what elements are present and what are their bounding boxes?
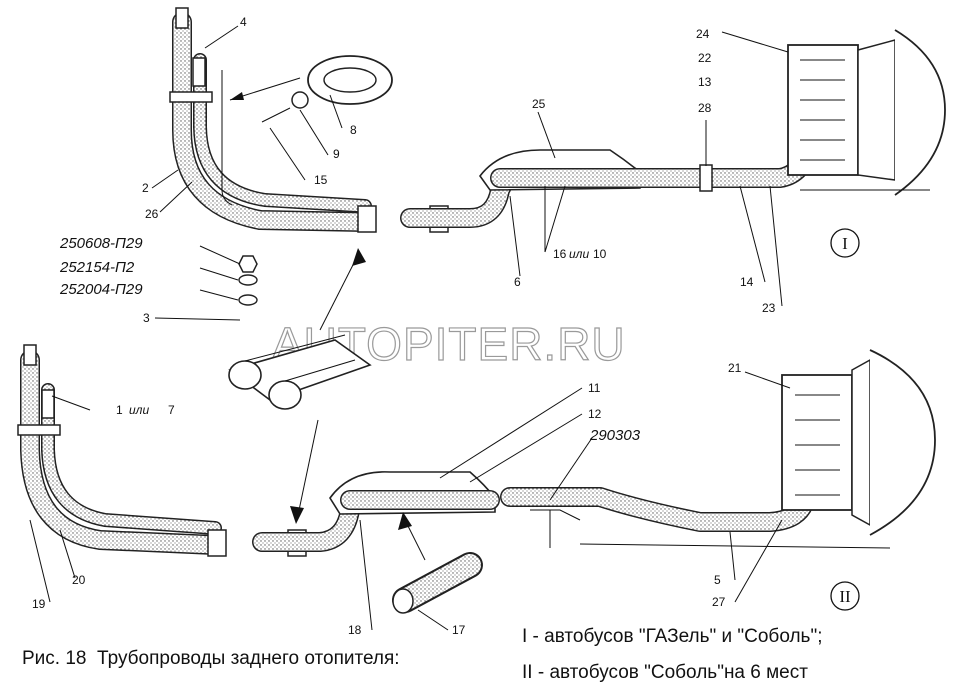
clamp-8-bolt (261, 107, 291, 123)
view-two-marker (830, 581, 860, 611)
arrow-to-coupling-top (319, 254, 359, 331)
nipple-top (175, 7, 189, 29)
floor-line-bottom (579, 543, 891, 549)
view-one-assembly (169, 7, 946, 233)
part-code-290303: 290303 (589, 427, 641, 444)
callout-16: 16 (553, 247, 567, 261)
hose-middle-bottom-fill (253, 501, 359, 551)
bracket-290303 (530, 509, 581, 548)
callout-11: 11 (588, 381, 601, 395)
bracket-line-top (221, 70, 233, 206)
callout-4: 4 (240, 15, 247, 29)
callout-20: 20 (72, 573, 86, 587)
callout-10: 10 (593, 247, 607, 261)
callout-7: 7 (168, 403, 175, 417)
callout-26: 26 (145, 207, 159, 221)
heater-housing-top (857, 39, 896, 181)
clamp-3-sleeve-lines (244, 334, 356, 382)
callout-2: 2 (142, 181, 149, 195)
hose-left-outer-bottom-fill (21, 351, 224, 554)
callout-13: 13 (698, 75, 712, 89)
heater-radiator-bottom (781, 374, 853, 511)
legend-line-one: I - автобусов "ГАЗель" и "Соболь"; (522, 626, 823, 647)
arrowhead-top (352, 248, 366, 266)
figure-title: Трубопроводы заднего отопителя: (97, 648, 400, 669)
clamp-8-arrowhead (230, 92, 244, 100)
callout-27: 27 (712, 595, 726, 609)
legend-line-two: II - автобусов "Соболь"на 6 мест (522, 662, 808, 683)
callout-18: 18 (348, 623, 362, 637)
callout-28: 28 (698, 101, 712, 115)
arrow-to-coupling-bottom (297, 419, 319, 516)
fan-cover-top (894, 29, 946, 196)
callout-5: 5 (714, 573, 721, 587)
part-code-washer2: 252004-П29 (59, 281, 143, 298)
callout-17: 17 (452, 623, 466, 637)
callout-24: 24 (696, 27, 710, 41)
hose-left-inner-top-fill (194, 54, 371, 212)
clamp-detail-8 (229, 55, 393, 123)
view-two-label: II (839, 587, 851, 606)
hose-left-inner-bottom-fill (42, 384, 221, 534)
callout-22: 22 (698, 51, 712, 65)
callout-9: 9 (333, 147, 340, 161)
clamp-vertical-top (169, 91, 213, 103)
hose-17-end (392, 588, 414, 614)
clamp-3-sleeve-b (268, 380, 302, 410)
callout-25: 25 (532, 97, 546, 111)
arrowhead-bottom (290, 506, 304, 524)
clamp-3-sleeve-a (228, 360, 262, 390)
callout-15: 15 (314, 173, 328, 187)
callout-21: 21 (728, 361, 742, 375)
radiator-fins-top (800, 59, 845, 161)
callout-16-ili: или (569, 247, 589, 261)
fan-cover-bottom (869, 349, 936, 536)
callout-8: 8 (350, 123, 357, 137)
callout-19: 19 (32, 597, 46, 611)
clamp-8-hole (323, 67, 377, 93)
callout-14: 14 (740, 275, 754, 289)
clamp-28 (699, 164, 713, 192)
hose-right-bottom-fill (341, 488, 814, 531)
clamp-vertical-bottom (17, 424, 61, 436)
view-one-marker (830, 228, 860, 258)
view-one-label: I (842, 234, 848, 253)
lock-washer-icon (238, 274, 258, 286)
radiator-fins-bottom (795, 394, 840, 496)
part-code-nut: 250608-П29 (59, 235, 143, 252)
heater-radiator-top (787, 44, 859, 176)
leader-lines (29, 25, 791, 631)
fastener-stack (228, 248, 372, 524)
hose-left-outer-top-fill (173, 13, 374, 231)
hose-17-detail (392, 512, 483, 614)
coupling-left-top (357, 205, 377, 233)
clamp-screw-bottom (41, 389, 55, 419)
clamp-screw-top (192, 57, 206, 87)
part-code-washer1: 252154-П2 (59, 259, 135, 276)
flat-washer-icon (238, 294, 258, 306)
view-two-assembly (17, 344, 936, 557)
callout-1-ili: или (129, 403, 149, 417)
nut-icon (238, 255, 258, 273)
coupling-left-bottom (207, 529, 227, 557)
hose-17-fill (394, 554, 481, 611)
callout-6: 6 (514, 275, 521, 289)
figure-number: Рис. 18 (22, 648, 87, 669)
clamp-3-plate (228, 339, 372, 401)
nipple-bottom (23, 344, 37, 366)
heater-housing-bottom (851, 358, 871, 527)
callout-23: 23 (762, 301, 776, 315)
callout-12: 12 (588, 407, 602, 421)
figure-caption: Рис. 18 Трубопроводы заднего отопителя: (22, 648, 400, 670)
arrowhead-hose-17 (398, 512, 412, 530)
callout-1: 1 (116, 403, 123, 417)
clamp-8-washer (291, 91, 309, 109)
callout-3: 3 (143, 311, 150, 325)
